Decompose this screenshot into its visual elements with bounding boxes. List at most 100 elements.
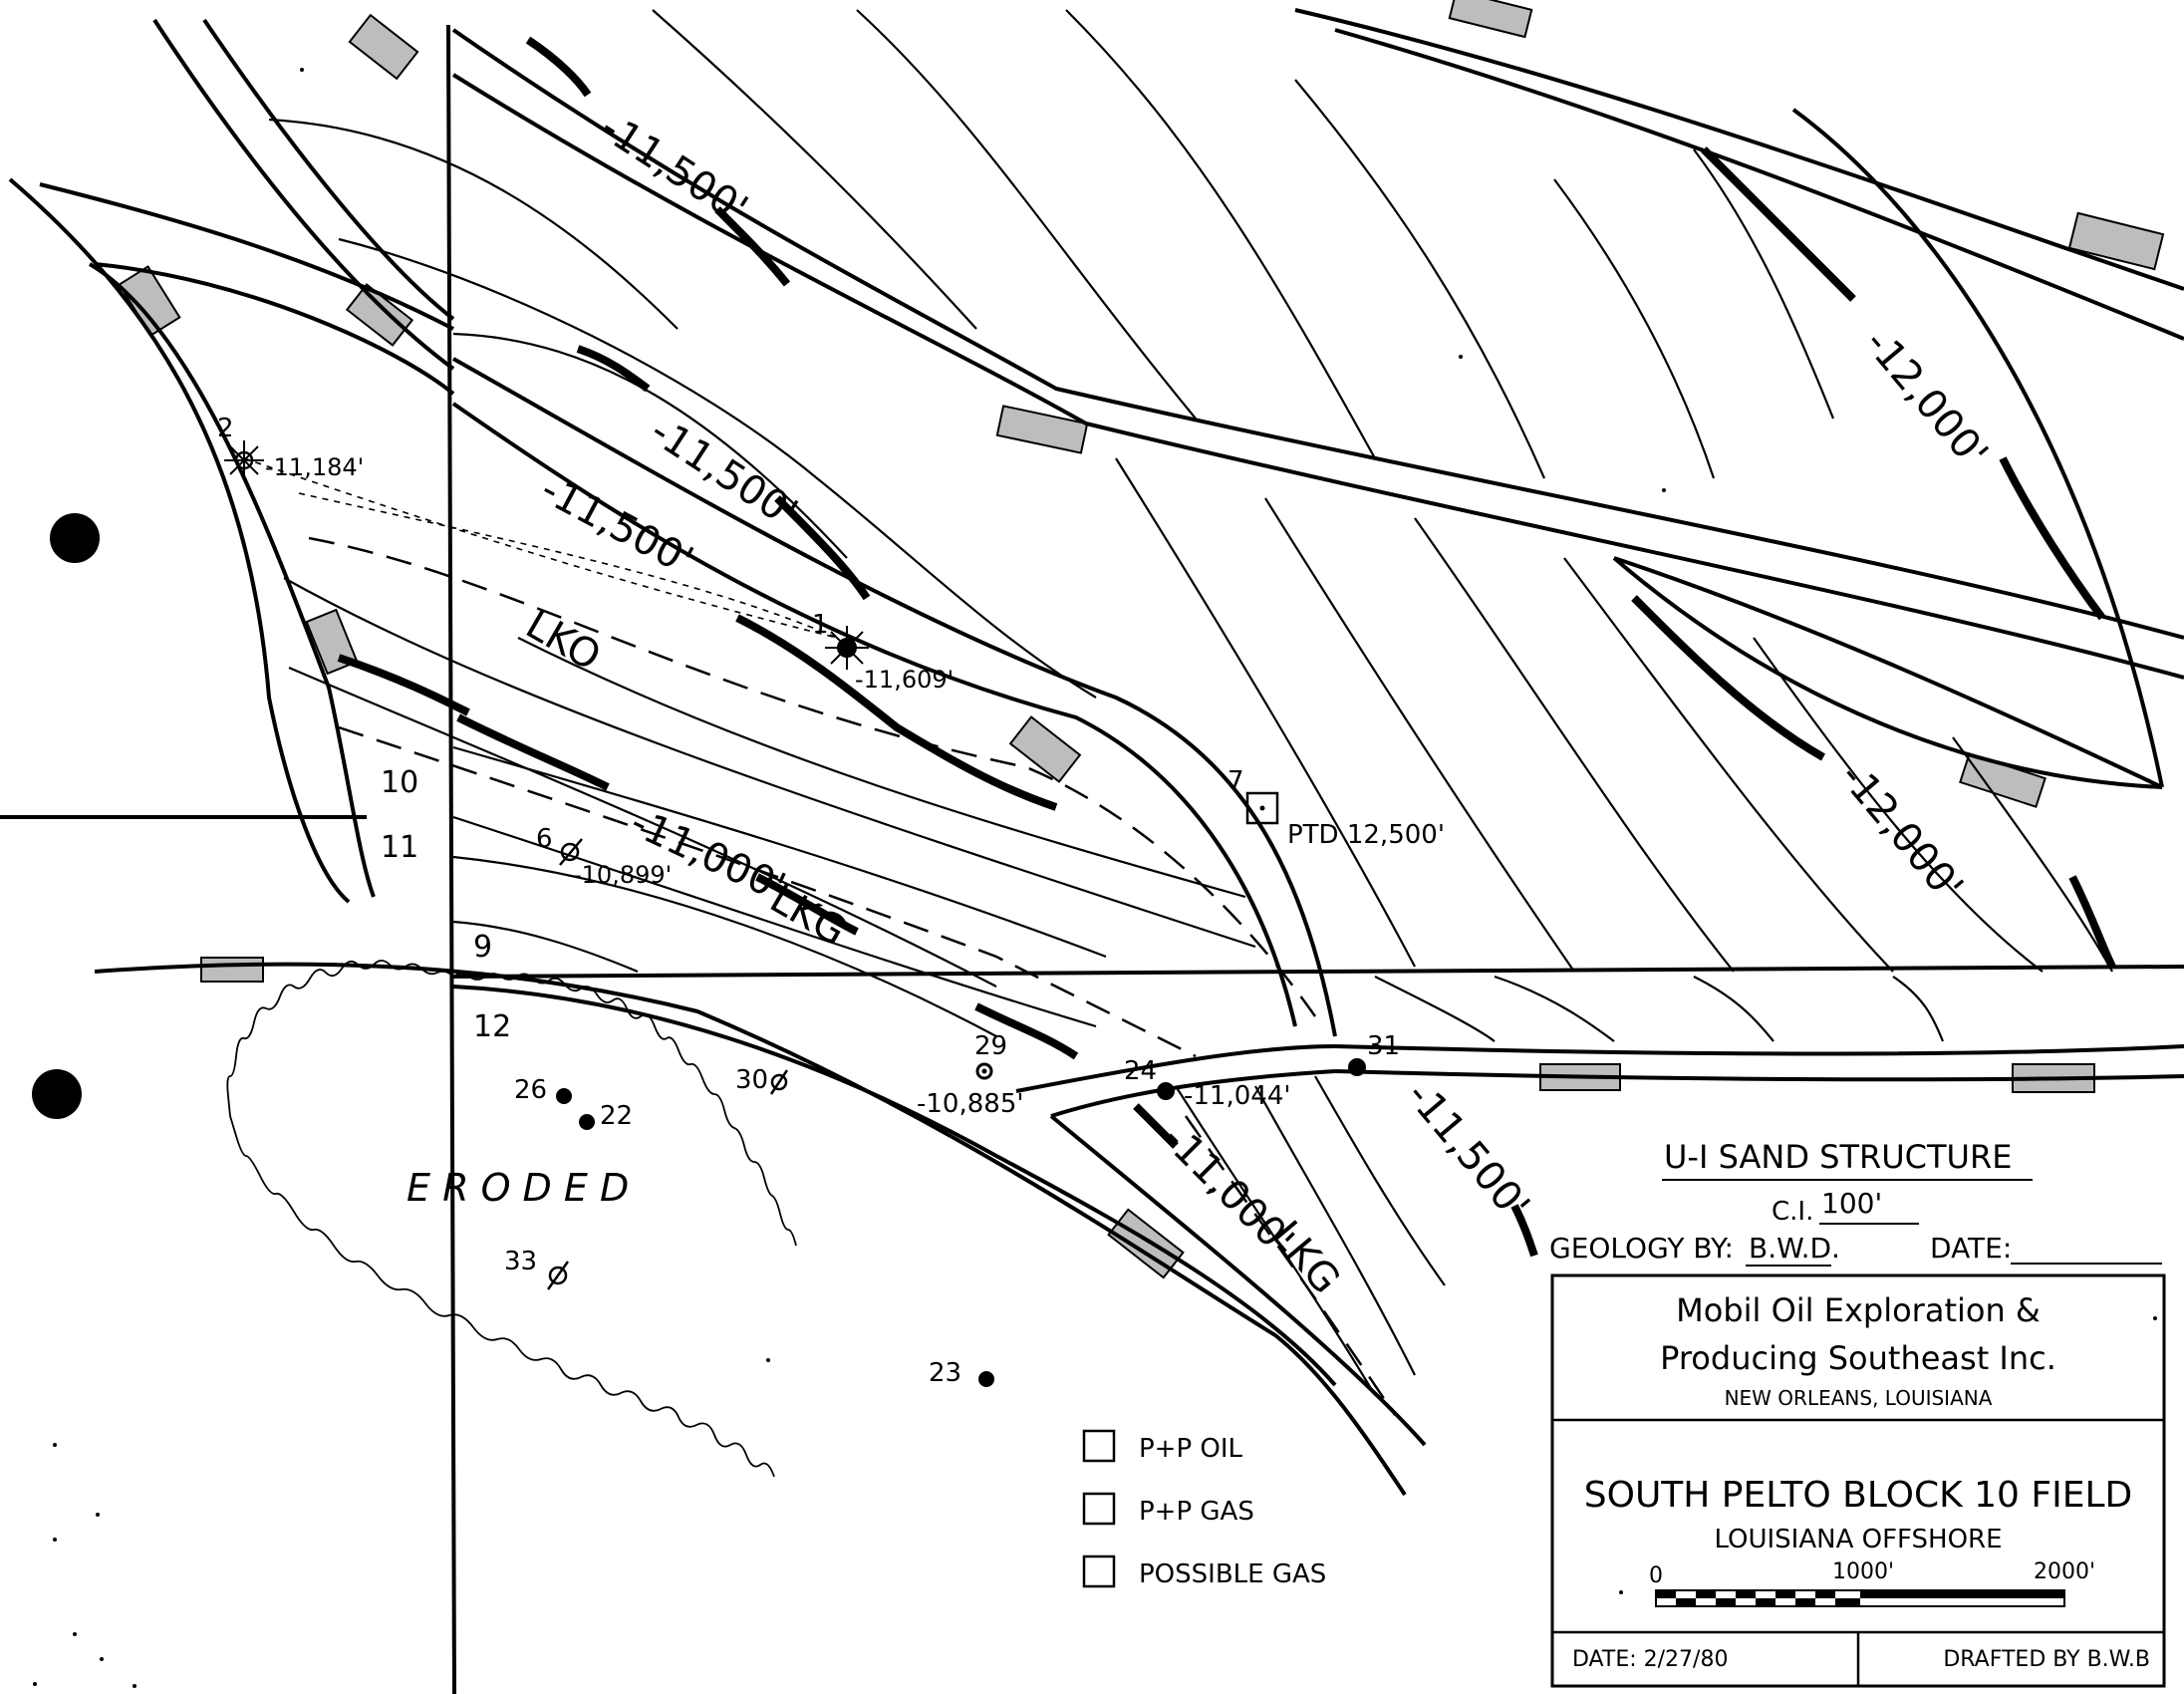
index-contour: [1701, 146, 1856, 302]
well-depth: -11,044': [1184, 1081, 1291, 1111]
fault-line: [452, 985, 1337, 1387]
speck: [2153, 1316, 2157, 1320]
index-contour: [576, 345, 651, 393]
contour-label: -11,500': [1397, 1073, 1538, 1229]
contact-lkg: [1184, 1115, 1397, 1416]
scale-bar-segment: [1756, 1598, 1775, 1606]
index-contour: [1631, 595, 1825, 761]
contour-line: [338, 237, 1097, 699]
fault-line: [452, 357, 1337, 1037]
block-line-vertical: [446, 24, 456, 1694]
well-26: 26: [514, 1075, 572, 1105]
index-contour: [774, 495, 871, 601]
title-block-drafted: DRAFTED BY B.W.B: [1943, 1647, 2150, 1672]
geology-value: B.W.D.: [1749, 1232, 1840, 1265]
scale-tick-label: 0: [1649, 1563, 1663, 1588]
title-block: Mobil Oil Exploration & Producing Southe…: [1550, 1273, 2166, 1688]
contour-line: [283, 577, 1256, 949]
scale-bar-segment: [1656, 1590, 1676, 1598]
well-30: 30: [735, 1065, 789, 1095]
well-symbol: [975, 1062, 993, 1080]
speck: [300, 68, 304, 72]
fault-line: [94, 962, 1407, 1497]
platform-pad: [345, 283, 414, 347]
contour-interval-value: 100': [1821, 1187, 1882, 1220]
contour-line: [1294, 79, 1546, 479]
fault-line: [1612, 556, 2163, 789]
speck: [53, 1443, 57, 1447]
speck: [1209, 1189, 1213, 1193]
fault-line: [451, 402, 1297, 1027]
contour-line: [1065, 9, 1376, 459]
fault-line: [1049, 1114, 1427, 1447]
contour-line: [452, 855, 997, 1037]
company-city: NEW ORLEANS, LOUISIANA: [1725, 1386, 1993, 1410]
oil-well-symbol: [579, 1114, 595, 1130]
fault-line: [1334, 1044, 2184, 1056]
index-contour: [456, 713, 610, 791]
contour-line: [1494, 975, 1615, 1042]
fault-line: [152, 18, 455, 371]
well-number: 23: [929, 1358, 961, 1388]
platform-pads: [118, 0, 2165, 1279]
contour-line: [856, 9, 1197, 420]
contour-interval-label: C.I.: [1772, 1197, 1813, 1227]
contour-label: -11,500': [593, 105, 756, 233]
contour-label: -12,000': [1855, 321, 1997, 476]
contour-line: [1264, 497, 1575, 973]
location-symbol: [1245, 791, 1279, 825]
contact-label-lko: LKO: [518, 602, 608, 681]
scale-tick-label: 1000': [1832, 1559, 1894, 1584]
legend-swatch-possible-gas: [1082, 1554, 1116, 1588]
platform-pad: [1107, 1208, 1185, 1279]
oil-well-symbol: [978, 1371, 994, 1387]
legend-swatch-oil: [1082, 1429, 1116, 1463]
contour-line: [1693, 976, 1774, 1042]
company-name-line1: Mobil Oil Exploration &: [1676, 1291, 2041, 1329]
well-correlation-line: [243, 457, 838, 639]
speck: [73, 1632, 77, 1636]
scale-bar-segment: [1775, 1590, 1795, 1598]
dry-hole-symbol: [560, 842, 580, 862]
legend-swatch-gas: [1082, 1492, 1116, 1526]
contour-line: [452, 745, 1107, 959]
contour-line: [652, 9, 977, 330]
block-number: 10: [381, 765, 418, 800]
geology-label: GEOLOGY BY:: [1549, 1232, 1734, 1265]
well-24: 24 -11,044': [1124, 1056, 1291, 1111]
contour-line: [1175, 1085, 1376, 1396]
well-number: 26: [514, 1075, 547, 1105]
fault-line: [451, 28, 2184, 640]
speck: [133, 1684, 136, 1688]
erosion-boundary: [226, 960, 797, 1478]
platform-pad: [1008, 715, 1082, 783]
contour-line: [288, 666, 997, 988]
fault-line: [88, 262, 376, 898]
well-2: 2 -11,184': [217, 414, 364, 481]
contour-label: -11,500': [643, 409, 806, 537]
speck: [1459, 355, 1463, 359]
dry-hole-slash: [769, 1069, 789, 1095]
well-depth: PTD 12,500': [1287, 820, 1445, 850]
well-number: 1: [812, 610, 829, 640]
field-area: LOUISIANA OFFSHORE: [1714, 1525, 2002, 1554]
scale-bar-segment: [1736, 1590, 1756, 1598]
contour-line: [517, 637, 1246, 899]
well-number: 33: [504, 1247, 537, 1276]
well-number: 2: [217, 414, 234, 443]
contours: [268, 9, 2113, 1396]
index-contour: [714, 206, 791, 287]
scale-bar-segment: [1815, 1590, 1835, 1598]
fault-line: [1791, 108, 2164, 788]
platform-pad: [348, 13, 419, 81]
index-contour: [1133, 1103, 1179, 1149]
block-number: 9: [473, 930, 492, 965]
well-number: 22: [600, 1101, 633, 1131]
contour-label: -12,000': [1830, 754, 1972, 910]
eroded-label: E R O D E D: [407, 1166, 629, 1210]
title-block-date: DATE: 2/27/80: [1572, 1647, 1728, 1672]
oil-well-symbol: [1348, 1058, 1366, 1076]
fault-line: [1334, 1069, 2184, 1082]
map-title: U-I SAND STRUCTURE: [1664, 1138, 2012, 1176]
